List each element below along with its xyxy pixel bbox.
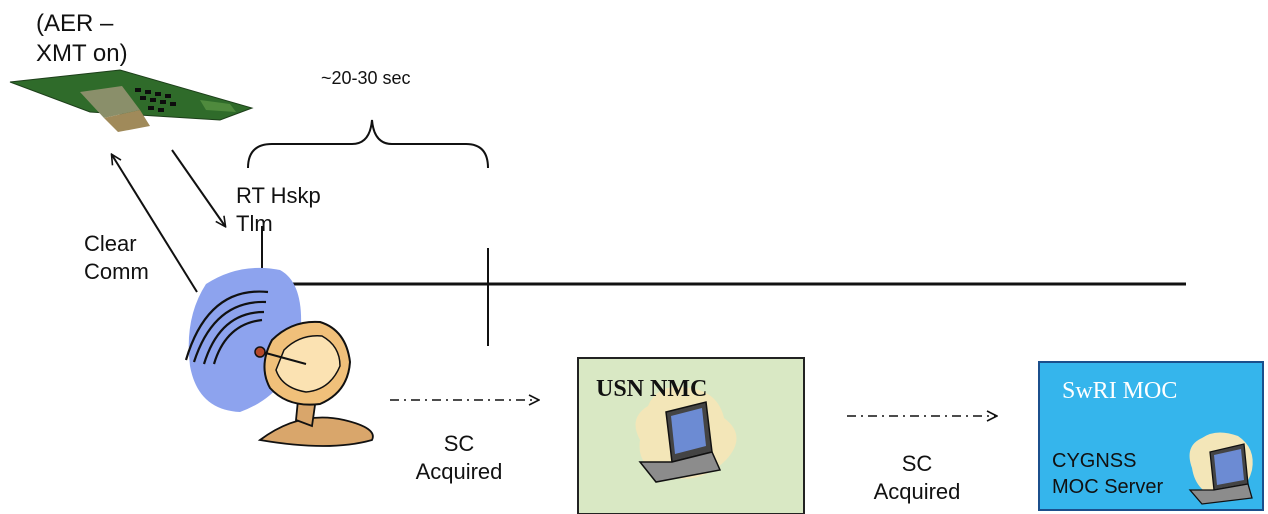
antenna-dish-icon bbox=[184, 267, 374, 447]
swri-moc-title: SwRI MOC bbox=[1062, 378, 1178, 404]
moc-server-label: CYGNSS MOC Server bbox=[1052, 448, 1163, 500]
satellite-icon bbox=[9, 69, 254, 132]
telemetry-label-line2: Tlm bbox=[236, 211, 273, 236]
sc-acquired-2-line1: SC bbox=[901, 451, 933, 476]
usn-laptop-icon bbox=[635, 386, 737, 483]
clear-comm-label: Clear Comm bbox=[84, 230, 149, 286]
clear-comm-arrow bbox=[112, 155, 198, 293]
sc-acquired-1-line1: SC bbox=[443, 431, 475, 456]
telemetry-label: RT Hskp Tlm bbox=[236, 182, 321, 238]
moc-server-line2: MOC Server bbox=[1052, 476, 1164, 498]
sc-acquired-label-1: SC Acquired bbox=[404, 430, 514, 486]
telemetry-arrow bbox=[171, 149, 225, 226]
telemetry-label-line1: RT Hskp bbox=[236, 183, 321, 208]
usn-nmc-title: USN NMC bbox=[596, 376, 708, 402]
satellite-label-line1: (AER – bbox=[36, 10, 114, 37]
timing-bracket bbox=[247, 119, 489, 169]
clear-comm-line1: Clear bbox=[84, 231, 137, 256]
sc-acquired-label-2: SC Acquired bbox=[862, 450, 972, 506]
swri-laptop-icon bbox=[1188, 432, 1253, 505]
sc-acquired-1-line2: Acquired bbox=[415, 459, 503, 484]
moc-server-line1: CYGNSS bbox=[1052, 450, 1137, 472]
sc-acquired-2-line2: Acquired bbox=[873, 479, 961, 504]
clear-comm-line2: Comm bbox=[84, 259, 149, 284]
timing-label: ~20-30 sec bbox=[321, 68, 411, 88]
satellite-label: (AER – XMT on) bbox=[36, 9, 128, 69]
satellite-label-line2: XMT on) bbox=[36, 40, 128, 67]
